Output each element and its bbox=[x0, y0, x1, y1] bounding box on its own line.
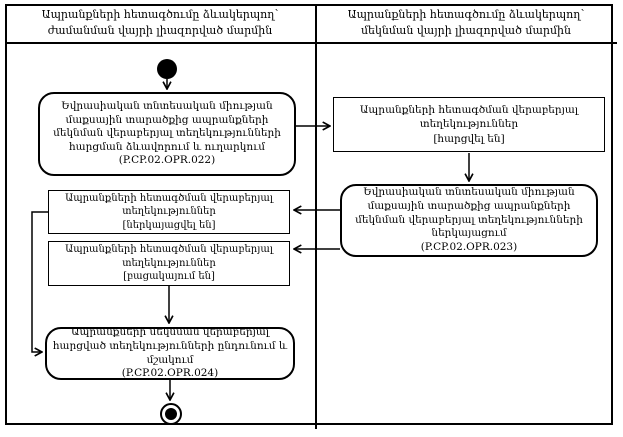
object-info-absent-state: [բացակայում են] bbox=[123, 271, 215, 283]
object-info-requested: Ապրանքների հետագծման վերաբերյալ տեղեկութ… bbox=[333, 97, 605, 152]
final-node bbox=[160, 403, 182, 425]
action-opr024-text: Ապրանքների մեկնման վերաբերյալ հարցված տե… bbox=[52, 326, 288, 366]
object-info-absent: Ապրանքների հետագծման վերաբերյալ տեղեկութ… bbox=[48, 241, 290, 286]
header-separator-line bbox=[5, 42, 617, 44]
lane-header-departure-label: Ապրանքների հետագծումը ձևակերպող՝ մեկնման… bbox=[347, 8, 585, 37]
action-opr022-code: (P.CP.02.OPR.022) bbox=[118, 154, 216, 167]
action-opr024: Ապրանքների մեկնման վերաբերյալ հարցված տե… bbox=[45, 326, 295, 380]
object-info-requested-state: [հարցվել են] bbox=[433, 132, 505, 145]
lane-header-arrival: Ապրանքների հետագծումը ձևակերպող՝ ժամանմա… bbox=[7, 7, 313, 41]
action-opr023: Եվրասիական տնտեսական միության մաքսային տ… bbox=[340, 184, 598, 257]
object-info-submitted: Ապրանքների հետագծման վերաբերյալ տեղեկութ… bbox=[48, 190, 290, 234]
object-info-submitted-state: [ներկայացվել են] bbox=[122, 219, 216, 231]
object-info-submitted-title: Ապրանքների հետագծման վերաբերյալ տեղեկութ… bbox=[65, 192, 273, 218]
action-opr023-text: Եվրասիական տնտեսական միության մաքսային տ… bbox=[355, 186, 583, 240]
action-opr022: Եվրասիական տնտեսական միության մաքսային տ… bbox=[38, 92, 296, 176]
lane-header-arrival-label: Ապրանքների հետագծումը ձևակերպող՝ ժամանմա… bbox=[41, 8, 279, 37]
action-opr023-code: (P.CP.02.OPR.023) bbox=[420, 240, 518, 253]
object-info-absent-title: Ապրանքների հետագծման վերաբերյալ տեղեկութ… bbox=[65, 244, 273, 269]
diagram-border bbox=[5, 4, 613, 425]
final-node-dot bbox=[165, 408, 177, 420]
object-info-requested-title: Ապրանքների հետագծման վերաբերյալ տեղեկութ… bbox=[359, 104, 579, 131]
initial-node bbox=[157, 59, 177, 79]
lane-divider bbox=[315, 4, 317, 429]
action-opr024-code: (P.CP.02.OPR.024) bbox=[121, 367, 219, 380]
lane-header-departure: Ապրանքների հետագծումը ձևակերպող՝ մեկնման… bbox=[317, 7, 615, 41]
action-opr022-text: Եվրասիական տնտեսական միության մաքսային տ… bbox=[53, 99, 281, 153]
